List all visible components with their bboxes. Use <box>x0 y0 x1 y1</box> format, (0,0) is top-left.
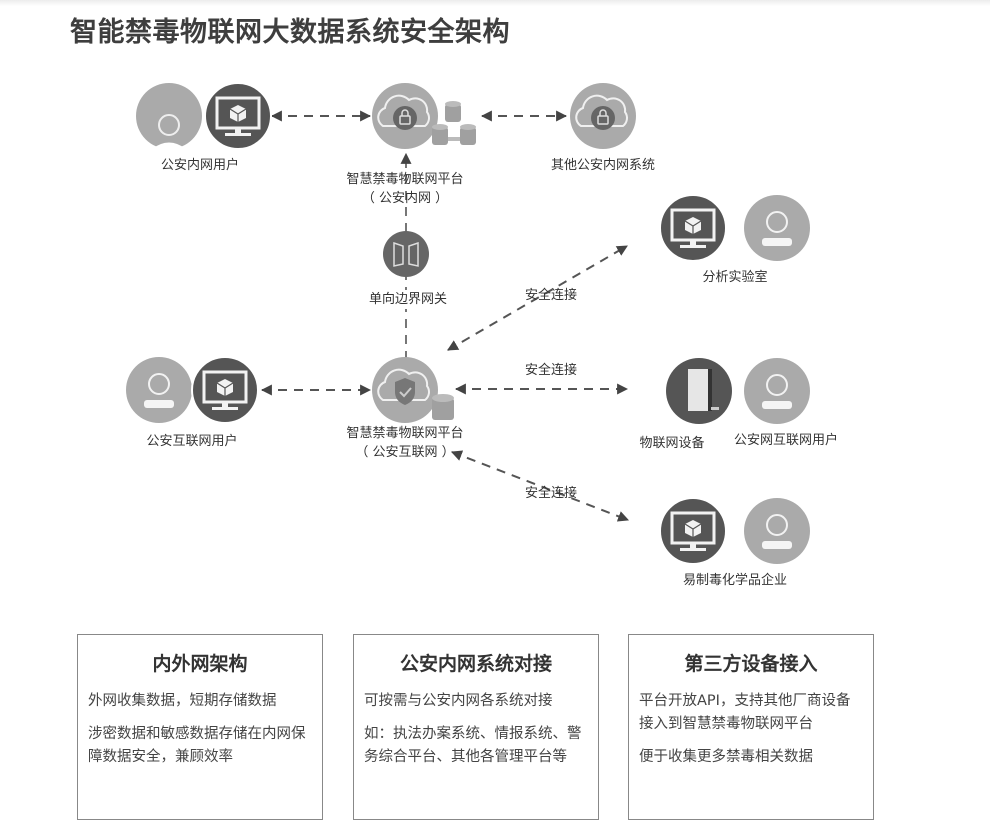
card-intranet-integration: 公安内网系统对接 可按需与公安内网各系统对接 如：执法办案系统、情报系统、警务综… <box>353 634 599 820</box>
node-lab <box>659 194 810 262</box>
edge-platform-lab <box>447 245 628 351</box>
cloud-shield-icon <box>372 357 438 423</box>
node-iot-device <box>666 358 732 424</box>
card-text: 涉密数据和敏感数据存储在内网保障数据安全，兼顾效率 <box>88 726 306 765</box>
edge-label-lab: 安全连接 <box>525 288 578 303</box>
card-title: 公安内网系统对接 <box>399 653 552 675</box>
card-text: 如：执法办案系统、情报系统、警务综合平台、其他各管理平台等 <box>364 726 582 765</box>
intranet-platform-label-line1: 智慧禁毒物联网平台 <box>346 172 464 187</box>
node-chem-enterprise <box>659 497 810 565</box>
card-title: 内外网架构 <box>152 653 248 675</box>
card-network-architecture: 内外网架构 外网收集数据，短期存储数据 涉密数据和敏感数据存储在内网保障数据安全… <box>77 634 323 820</box>
card-text: 便于收集更多禁毒相关数据 <box>639 749 813 765</box>
monitor-cube-icon <box>191 356 259 424</box>
gate-icon <box>383 231 429 277</box>
user-icon <box>744 358 810 424</box>
other-systems-label: 其他公安内网系统 <box>550 158 656 173</box>
user-icon <box>136 83 202 149</box>
page-title: 智能禁毒物联网大数据系统安全架构 <box>70 17 510 48</box>
chem-enterprise-label: 易制毒化学品企业 <box>682 573 788 588</box>
card-text: 可按需与公安内网各系统对接 <box>364 693 553 709</box>
intranet-user-label: 公安内网用户 <box>160 158 240 173</box>
card-title: 第三方设备接入 <box>684 653 818 675</box>
iot-device-label: 物联网设备 <box>639 436 705 451</box>
internet-user2-label: 公安网互联网用户 <box>733 433 839 448</box>
monitor-cube-icon <box>659 194 727 262</box>
node-internet-platform <box>372 357 454 423</box>
cloud-lock-icon <box>570 83 636 149</box>
top-shadow <box>0 0 990 6</box>
node-intranet-user <box>136 82 272 150</box>
gateway-label: 单向边界网关 <box>368 290 448 309</box>
node-intranet-platform <box>372 83 476 149</box>
card-third-party-access: 第三方设备接入 平台开放API，支持其他厂商设备接入到智慧禁毒物联网平台 便于收… <box>628 634 874 820</box>
monitor-cube-icon <box>659 497 727 565</box>
cloud-lock-icon <box>372 83 438 149</box>
node-other-systems <box>570 83 636 149</box>
internet-user-label: 公安互联网用户 <box>146 434 238 449</box>
user-icon <box>126 357 192 423</box>
card-text: 平台开放API，支持其他厂商设备接入到智慧禁毒物联网平台 <box>639 693 851 732</box>
internet-platform-label-line1: 智慧禁毒物联网平台 <box>346 426 464 441</box>
node-internet-user2 <box>744 358 810 424</box>
internet-platform-label: 智慧禁毒物联网平台 （ 公安互联网 ） <box>346 424 463 462</box>
database-icon <box>432 394 454 420</box>
architecture-diagram <box>126 82 810 565</box>
device-icon <box>666 358 732 424</box>
user-icon <box>744 195 810 261</box>
user-icon <box>744 498 810 564</box>
node-internet-user <box>126 356 259 424</box>
intranet-platform-label-line2: （ 公安内网 ） <box>361 191 449 206</box>
internet-platform-label-line2: （ 公安互联网 ） <box>355 445 455 460</box>
monitor-cube-icon <box>204 82 272 150</box>
intranet-platform-label: 智慧禁毒物联网平台 （ 公安内网 ） <box>346 170 463 208</box>
node-gateway <box>383 231 429 277</box>
edge-label-iot: 安全连接 <box>525 363 578 378</box>
edge-label-chem: 安全连接 <box>525 486 578 501</box>
card-text: 外网收集数据，短期存储数据 <box>88 693 277 709</box>
lab-label: 分析实验室 <box>702 270 768 285</box>
database-cluster-icon <box>432 101 476 145</box>
